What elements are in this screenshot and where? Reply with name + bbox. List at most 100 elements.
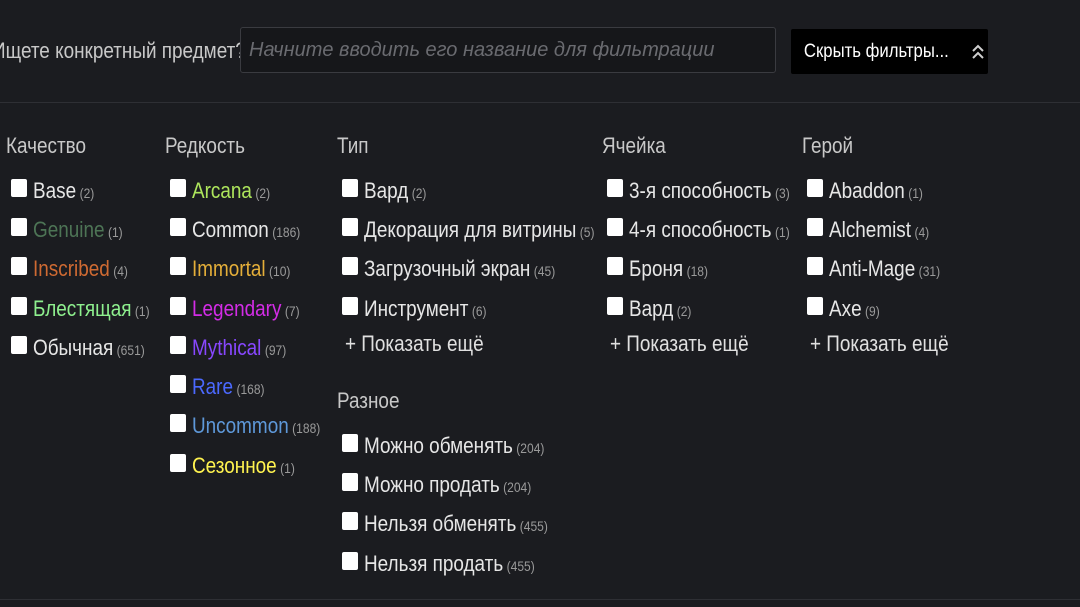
filter-option-count: (2) xyxy=(676,302,692,319)
filter-checkbox[interactable] xyxy=(607,178,623,197)
filter-option[interactable]: Загрузочный экран(45) xyxy=(337,250,632,289)
filter-option-count: (4) xyxy=(914,223,930,240)
filter-checkbox[interactable] xyxy=(607,217,623,236)
filter-checkbox[interactable] xyxy=(11,296,27,315)
filter-option-count: (651) xyxy=(116,341,145,358)
filter-checkbox[interactable] xyxy=(11,217,27,236)
bottom-divider xyxy=(0,599,1080,600)
filter-option-label: Arcana xyxy=(192,177,252,203)
search-input[interactable] xyxy=(240,27,776,73)
filter-option[interactable]: Arcana(2) xyxy=(165,171,341,210)
filter-option-count: (1) xyxy=(908,184,923,201)
filter-option-count: (18) xyxy=(686,263,709,280)
filter-checkbox[interactable] xyxy=(11,335,27,354)
filter-option-text: Нельзя обменять(455) xyxy=(364,511,548,537)
filter-checkbox[interactable] xyxy=(11,257,27,276)
filter-option-label: Abaddon xyxy=(829,177,905,203)
filter-option[interactable]: Rare(168) xyxy=(165,367,341,406)
filter-option-count: (97) xyxy=(264,341,287,358)
filter-checkbox[interactable] xyxy=(170,414,186,433)
filter-option-label: Common xyxy=(192,216,269,242)
filter-option-count: (2) xyxy=(79,184,95,201)
filter-option[interactable]: Можно обменять(204) xyxy=(337,426,578,465)
filter-option-label: Можно продать xyxy=(364,471,500,497)
filter-option[interactable]: Genuine(1) xyxy=(6,210,169,249)
filter-checkbox[interactable] xyxy=(170,257,186,276)
filter-option[interactable]: Axe(9) xyxy=(802,289,971,328)
filter-checkbox[interactable] xyxy=(342,296,358,315)
filter-group-misc: Разное Можно обменять(204)Можно продать(… xyxy=(337,387,578,583)
filter-option-text: Abaddon(1) xyxy=(829,178,923,204)
filter-option[interactable]: Common(186) xyxy=(165,210,341,249)
hide-filters-button[interactable]: Скрыть фильтры... xyxy=(791,29,988,74)
filter-option[interactable]: Mythical(97) xyxy=(165,328,341,367)
filter-checkbox[interactable] xyxy=(170,178,186,197)
filter-option[interactable]: Вард(2) xyxy=(337,171,632,210)
filter-option-text: Legendary(7) xyxy=(192,296,300,322)
filter-option-label: Обычная xyxy=(33,334,114,360)
show-more-hero-link[interactable]: + Показать ещё xyxy=(810,331,949,357)
filter-option[interactable]: Обычная(651) xyxy=(6,328,169,367)
filter-option-count: (4) xyxy=(113,263,128,280)
filter-option[interactable]: Inscribed(4) xyxy=(6,250,169,289)
filter-option[interactable]: 4-я способность(1) xyxy=(602,210,816,249)
filter-checkbox[interactable] xyxy=(342,512,358,531)
filter-checkbox[interactable] xyxy=(342,472,358,491)
filter-checkbox[interactable] xyxy=(170,453,186,472)
filter-option[interactable]: Immortal(10) xyxy=(165,250,341,289)
filter-option-count: (3) xyxy=(774,184,790,201)
filter-checkbox[interactable] xyxy=(342,178,358,197)
filter-group-quality: Качество Base(2)Genuine(1)Inscribed(4)Бл… xyxy=(6,132,169,367)
filter-option-label: Rare xyxy=(192,374,234,400)
filter-option-label: Base xyxy=(33,177,77,203)
filter-checkbox[interactable] xyxy=(342,433,358,452)
filter-checkbox[interactable] xyxy=(170,296,186,315)
filter-option[interactable]: 3-я способность(3) xyxy=(602,171,816,210)
filter-checkbox[interactable] xyxy=(170,217,186,236)
filter-option[interactable]: Base(2) xyxy=(6,171,169,210)
filter-option[interactable]: Anti-Mage(31) xyxy=(802,250,971,289)
filter-checkbox[interactable] xyxy=(342,217,358,236)
filter-checkbox[interactable] xyxy=(607,296,623,315)
filter-option-label: 4-я способность xyxy=(629,216,772,242)
filter-option[interactable]: Alchemist(4) xyxy=(802,210,971,249)
filter-checkbox[interactable] xyxy=(807,178,823,197)
filter-option-count: (31) xyxy=(918,263,941,280)
filter-option-text: Mythical(97) xyxy=(192,335,286,361)
filter-option[interactable]: Вард(2) xyxy=(602,289,816,328)
filter-group-title: Качество xyxy=(6,133,87,158)
filter-option-count: (204) xyxy=(503,478,532,495)
filter-option[interactable]: Инструмент(6) xyxy=(337,289,632,328)
filter-checkbox[interactable] xyxy=(342,257,358,276)
filter-checkbox[interactable] xyxy=(170,375,186,394)
filter-group-title: Ячейка xyxy=(602,133,666,158)
filter-option[interactable]: Нельзя продать(455) xyxy=(337,544,578,583)
filter-option-label: Uncommon xyxy=(192,413,289,439)
filter-option-text: Rare(168) xyxy=(192,374,265,400)
filter-option[interactable]: Нельзя обменять(455) xyxy=(337,505,578,544)
filter-checkbox[interactable] xyxy=(807,217,823,236)
filter-option[interactable]: Броня(18) xyxy=(602,250,816,289)
filter-checkbox[interactable] xyxy=(11,178,27,197)
filter-option-text: Инструмент(6) xyxy=(364,296,487,322)
filter-checkbox[interactable] xyxy=(607,257,623,276)
filter-option[interactable]: Сезонное(1) xyxy=(165,446,341,485)
filter-option[interactable]: Abaddon(1) xyxy=(802,171,971,210)
filter-option[interactable]: Legendary(7) xyxy=(165,289,341,328)
filter-checkbox[interactable] xyxy=(807,296,823,315)
filter-option-label: Alchemist xyxy=(829,216,912,242)
filter-group-slot: Ячейка 3-я способность(3)4-я способность… xyxy=(602,132,816,360)
show-more-slot-link[interactable]: + Показать ещё xyxy=(610,331,749,357)
filter-option[interactable]: Можно продать(204) xyxy=(337,465,578,504)
filter-option-count: (2) xyxy=(255,184,271,201)
filter-option[interactable]: Декорация для витрины(5) xyxy=(337,210,632,249)
filter-option[interactable]: Uncommon(188) xyxy=(165,407,341,446)
filter-group-title: Герой xyxy=(802,133,854,158)
filter-checkbox[interactable] xyxy=(170,335,186,354)
show-more-type-link[interactable]: + Показать ещё xyxy=(345,331,484,357)
filter-checkbox[interactable] xyxy=(807,257,823,276)
filter-checkbox[interactable] xyxy=(342,551,358,570)
filter-option[interactable]: Блестящая(1) xyxy=(6,289,169,328)
filter-option-count: (10) xyxy=(269,263,291,280)
filter-option-count: (5) xyxy=(579,223,595,240)
